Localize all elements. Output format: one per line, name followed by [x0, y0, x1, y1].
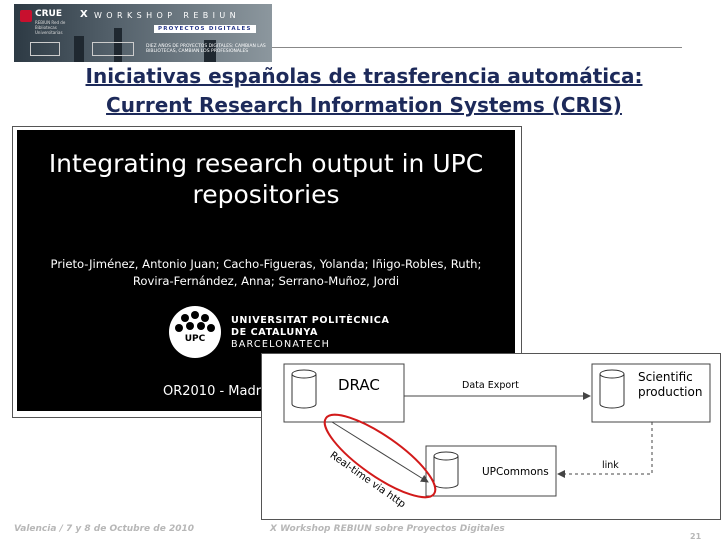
upcommons-label: UPCommons — [482, 466, 549, 478]
upc-name-line: BARCELONATECH — [231, 339, 389, 351]
seal-dot — [186, 322, 194, 330]
upc-seal-logo: UPC — [169, 306, 221, 358]
footer-location-date: Valencia / 7 y 8 de Octubre de 2010 — [14, 524, 194, 534]
slide-title: Iniciativas españolas de trasferencia au… — [14, 62, 714, 120]
banner-building — [74, 36, 84, 62]
crue-subtitle: REBIUN Red de Bibliotecas Universitarias — [35, 20, 69, 35]
authors-line: Rovira-Fernández, Anna; Serrano-Muñoz, J… — [17, 273, 515, 290]
workshop-banner: CRUE REBIUN Red de Bibliotecas Universit… — [14, 4, 272, 62]
authors-line: Prieto-Jiménez, Antonio Juan; Cacho-Figu… — [17, 256, 515, 273]
slide-title-text: Iniciativas españolas de trasferencia au… — [86, 64, 643, 88]
upc-name-line: DE CATALUNYA — [231, 327, 389, 339]
scientific-database-top — [600, 370, 624, 378]
crue-logo — [20, 10, 32, 22]
scientific-database-icon — [600, 374, 624, 408]
authors-list: Prieto-Jiménez, Antonio Juan; Cacho-Figu… — [17, 256, 515, 290]
workshop-subtitle: PROYECTOS DIGITALES — [154, 25, 256, 33]
embedded-slide-title: Integrating research output in UPC repos… — [17, 148, 515, 210]
scientific-label-line: production — [638, 385, 702, 400]
slide-title-line: Current Research Information Systems (CR… — [14, 91, 714, 120]
slide-title-line: Iniciativas españolas de trasferencia au… — [14, 62, 714, 91]
upcommons-database-icon — [434, 456, 458, 488]
scientific-label-line: Scientific — [638, 370, 702, 385]
drac-label: DRAC — [338, 376, 380, 394]
seal-text: UPC — [169, 334, 221, 344]
upcommons-database-top — [434, 452, 458, 460]
seal-dot — [191, 311, 199, 319]
seal-dot — [207, 324, 215, 332]
university-logo — [92, 42, 134, 56]
link-label: link — [602, 460, 619, 471]
footer-event: X Workshop REBIUN sobre Proyectos Digita… — [270, 524, 505, 534]
seal-dot — [175, 324, 183, 332]
header-divider — [272, 47, 682, 48]
embedded-title-line: repositories — [17, 179, 515, 210]
upc-name-line: UNIVERSITAT POLITÈCNICA — [231, 315, 389, 327]
crue-name: CRUE — [35, 9, 62, 19]
university-logo — [30, 42, 60, 56]
drac-database-icon — [292, 374, 316, 408]
workshop-caption: DIEZ AÑOS DE PROYECTOS DIGITALES: CAMBIA… — [146, 44, 266, 54]
drac-database-top — [292, 370, 316, 378]
data-export-label: Data Export — [462, 380, 519, 391]
scientific-label: Scientific production — [638, 370, 702, 400]
slide-title-text: Current Research Information Systems (CR… — [106, 93, 622, 117]
seal-dot — [181, 314, 189, 322]
workflow-diagram: DRAC Data Export Scientific production R… — [261, 353, 721, 520]
workshop-number: X — [80, 9, 88, 20]
workshop-title: WORKSHOP REBIUN — [94, 11, 240, 20]
seal-dot — [197, 322, 205, 330]
page-number: 21 — [690, 532, 701, 541]
seal-dot — [201, 314, 209, 322]
upc-name: UNIVERSITAT POLITÈCNICA DE CATALUNYA BAR… — [231, 315, 389, 351]
conference-label: OR2010 - Madr — [163, 384, 261, 399]
embedded-title-line: Integrating research output in UPC — [17, 148, 515, 179]
